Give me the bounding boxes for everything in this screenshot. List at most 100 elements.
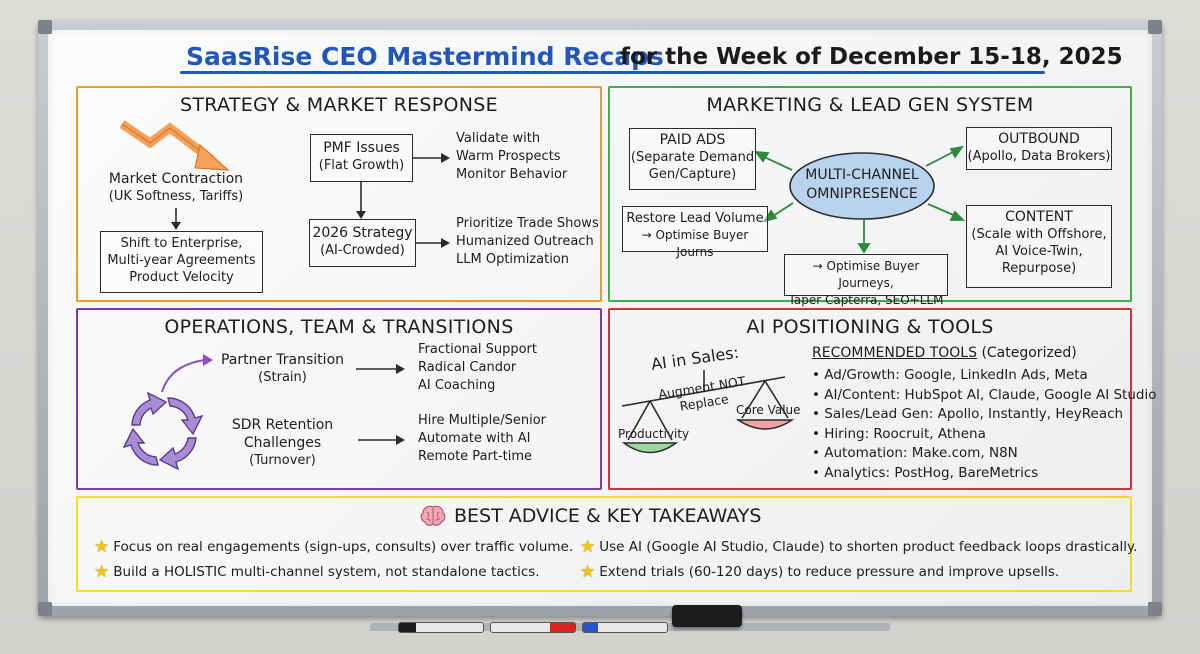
productivity-pan (621, 442, 679, 454)
strategy-action: Prioritize Trade Shows (456, 216, 599, 231)
core-value-label: Core Value (736, 403, 801, 417)
tool-item: • Sales/Lead Gen: Apollo, Instantly, Hey… (812, 406, 1124, 422)
market-contraction-sub: (UK Softness, Tariffs) (108, 189, 244, 204)
star-icon: ★ (580, 562, 596, 582)
paid-ads-line: Gen/Capture) (648, 167, 737, 182)
tool-item: • Hiring: Roocruit, Athena (812, 425, 986, 442)
takeaway-text: Build a HOLISTIC multi-channel system, n… (113, 564, 540, 580)
omnipresence-line: OMNIPRESENCE (806, 186, 918, 202)
sdr-sub: (Turnover) (249, 453, 316, 468)
sdr-title: Challenges (243, 435, 322, 451)
shift-line: Shift to Enterprise, (120, 236, 243, 251)
content-line: AI Voice-Twin, (995, 244, 1083, 259)
frame-corner (1148, 602, 1162, 616)
paid-ads-box: PAID ADS (Separate Demand Gen/Capture) (629, 128, 756, 190)
strategy-2026-box: 2026 Strategy (AI-Crowded) (309, 219, 416, 267)
transition-arrow-icon (161, 359, 206, 393)
core-value-pan (735, 419, 795, 430)
sdr-action: Automate with AI (418, 431, 531, 446)
brain-icon (420, 505, 446, 526)
restore-title: Restore Lead Volume (626, 211, 764, 226)
paid-ads-line: (Separate Demand (630, 150, 755, 165)
takeaway-item: ★ Build a HOLISTIC multi-channel system,… (94, 562, 540, 582)
marketing-heading: MARKETING & LEAD GEN SYSTEM (706, 94, 1034, 116)
strategy-action: Humanized Outreach (456, 234, 594, 249)
tool-item: • Analytics: PostHog, BareMetrics (812, 464, 1039, 481)
pmf-actions: Validate with Warm Prospects Monitor Beh… (456, 130, 567, 184)
omnipresence-ellipse (789, 152, 935, 220)
tools-heading-text: RECOMMENDED TOOLS (812, 345, 977, 361)
sdr-actions: Hire Multiple/Senior Automate with AI Re… (418, 412, 546, 466)
frame-corner (1148, 20, 1162, 34)
shift-enterprise-box: Shift to Enterprise, Multi-year Agreemen… (100, 231, 263, 293)
omnipresence-line: MULTI-CHANNEL (805, 167, 919, 183)
paid-ads-title: PAID ADS (659, 132, 726, 148)
frame-corner (38, 602, 52, 616)
marketing-panel: MARKETING & LEAD GEN SYSTEM (608, 86, 1132, 302)
cycle-arrows-icon (122, 391, 204, 471)
whiteboard-eraser[interactable] (672, 605, 742, 627)
strategy-heading: STRATEGY & MARKET RESPONSE (180, 94, 498, 116)
outbound-title: OUTBOUND (998, 131, 1080, 147)
strategy-action: LLM Optimization (456, 252, 569, 267)
ai-panel: AI POSITIONING & TOOLS (608, 308, 1132, 490)
red-marker[interactable] (490, 622, 576, 633)
outbound-box: OUTBOUND (Apollo, Data Brokers) (966, 127, 1112, 170)
blue-marker[interactable] (582, 622, 668, 633)
pmf-action: Monitor Behavior (456, 167, 568, 182)
title-underline (180, 71, 1045, 74)
star-icon: ★ (580, 537, 596, 557)
operations-panel: OPERATIONS, TEAM & TRANSITIONS (76, 308, 602, 490)
black-marker[interactable] (398, 622, 484, 633)
buyer-journeys-line: → Optimise Buyer Journeys, (812, 259, 920, 290)
takeaway-item: ★ Use AI (Google AI Studio, Claude) to s… (580, 537, 1137, 557)
pmf-sub: (Flat Growth) (318, 158, 405, 173)
takeaway-text: Extend trials (60-120 days) to reduce pr… (599, 564, 1060, 580)
takeaways-heading: BEST ADVICE & KEY TAKEAWAYS (420, 505, 761, 527)
takeaways-panel (76, 496, 1132, 592)
partner-sub: (Strain) (258, 370, 307, 385)
strategy-panel: STRATEGY & MARKET RESPONSE (76, 86, 602, 302)
strategy-2026-sub: (AI-Crowded) (320, 243, 405, 258)
shift-line: Product Velocity (129, 270, 234, 285)
buyer-journeys-line: Taper Capterra, SEO+LLM (788, 293, 944, 307)
restore-lead-box: Restore Lead Volume → Optimise Buyer Jou… (622, 206, 768, 259)
market-contraction-label: Market Contraction (108, 171, 244, 187)
operations-heading: OPERATIONS, TEAM & TRANSITIONS (164, 316, 514, 338)
content-box: CONTENT (Scale with Offshore, AI Voice-T… (966, 205, 1112, 288)
sdr-action: Remote Part-time (418, 449, 533, 464)
buyer-journeys-box: → Optimise Buyer Journeys, Taper Capterr… (784, 254, 948, 307)
pmf-action: Warm Prospects (456, 149, 561, 164)
star-icon: ★ (94, 537, 110, 557)
decline-arrowhead-icon (194, 143, 230, 171)
takeaways-heading-text: BEST ADVICE & KEY TAKEAWAYS (454, 505, 762, 527)
takeaway-item: ★ Extend trials (60-120 days) to reduce … (580, 562, 1059, 582)
board-title: SaasRise CEO Mastermind Recaps for the W… (180, 40, 1123, 76)
partner-transition: Partner Transition (Strain) (210, 351, 355, 387)
tool-item: • Ad/Growth: Google, LinkedIn Ads, Meta (812, 367, 1088, 383)
pmf-title: PMF Issues (323, 140, 400, 156)
partner-action: AI Coaching (418, 378, 496, 393)
partner-action: Fractional Support (418, 342, 537, 357)
productivity-label: Productivity (618, 427, 690, 441)
takeaway-text: Use AI (Google AI Studio, Claude) to sho… (599, 539, 1138, 555)
restore-sub: → Optimise Buyer Journs (641, 228, 749, 259)
title-week: for the Week of December 15-18, 2025 (620, 44, 1123, 70)
frame-corner (38, 20, 52, 34)
outbound-sub: (Apollo, Data Brokers) (967, 149, 1111, 164)
omnipresence-label: MULTI-CHANNEL OMNIPRESENCE (790, 166, 934, 204)
takeaway-item: ★ Focus on real engagements (sign-ups, c… (94, 537, 573, 557)
ai-heading: AI POSITIONING & TOOLS (746, 316, 994, 338)
tools-list: • Ad/Growth: Google, LinkedIn Ads, Meta … (812, 366, 1156, 483)
content-title: CONTENT (1005, 209, 1073, 225)
partner-title: Partner Transition (220, 352, 345, 368)
star-icon: ★ (94, 562, 110, 582)
sdr-title: SDR Retention (231, 417, 334, 433)
title-brand: SaasRise CEO Mastermind Recaps (186, 42, 664, 71)
content-line: (Scale with Offshore, (971, 227, 1107, 242)
shift-line: Multi-year Agreements (107, 253, 256, 268)
balance-scale-icon (621, 370, 789, 441)
